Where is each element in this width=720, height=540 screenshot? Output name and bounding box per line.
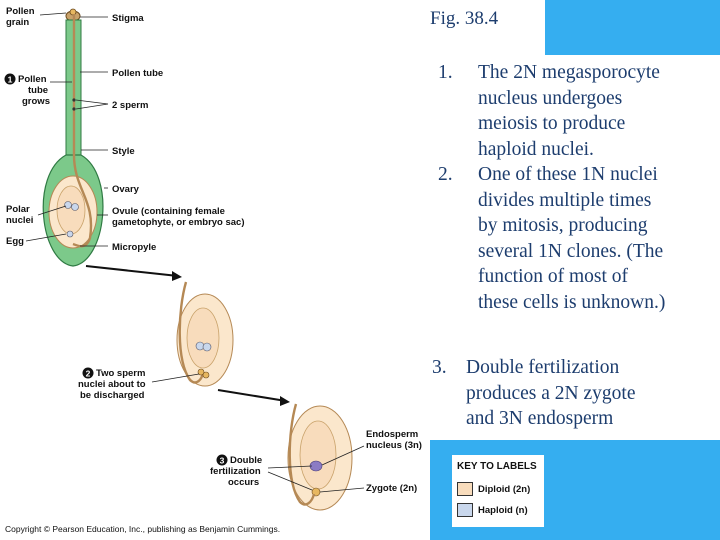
step-1-number: 1. — [438, 62, 453, 83]
label-egg: Egg — [6, 236, 24, 247]
leader-step-2 — [151, 373, 200, 383]
leader-zygote — [319, 487, 365, 493]
step-3-badge-number: 3 — [220, 456, 225, 466]
arrow-stage-1-to-2 — [85, 265, 179, 277]
accent-block-top — [545, 0, 720, 55]
label-polar-nuclei: Polar nuclei — [6, 204, 33, 226]
leader-step-3-b — [267, 471, 313, 491]
embryo-sac-shape — [56, 185, 86, 235]
step-1-text: The 2N megasporocyte nucleus undergoes m… — [478, 62, 660, 160]
polar-nucleus-2a — [195, 341, 205, 351]
leader-step-3-a — [267, 465, 313, 469]
key-diploid-label: Diploid (2n) — [478, 483, 531, 495]
label-endosperm-nucleus: Endosperm nucleus (3n) — [366, 429, 422, 451]
step-1: 1. The 2N megasporocyte nucleus undergoe… — [438, 60, 665, 162]
haploid-swatch — [457, 503, 473, 517]
label-ovule: Ovule (containing female gametophyte, or… — [112, 206, 245, 228]
ovule-stage-3 — [287, 403, 353, 511]
label-style: Style — [112, 146, 135, 157]
step-1-badge — [4, 73, 16, 85]
label-two-sperm: 2 sperm — [112, 100, 148, 111]
leader-endosperm — [321, 445, 365, 466]
pollen-tube-diagram: Pollen grain Stigma 1 Pollen tube grows … — [4, 6, 422, 511]
leader-lines-1 — [25, 12, 109, 247]
step-2: 2. One of these 1N nuclei divides multip… — [438, 162, 665, 315]
polar-nucleus-a — [64, 201, 72, 209]
label-pollen-grain: Pollen grain — [6, 6, 37, 28]
label-two-sperm-nuclei: Two sperm nuclei about to be discharged — [78, 368, 148, 401]
key-haploid-label: Haploid (n) — [478, 504, 528, 516]
sperm-2-b — [202, 371, 210, 379]
label-micropyle: Micropyle — [112, 242, 156, 253]
label-ovary: Ovary — [112, 184, 140, 195]
pollen-tube — [72, 14, 93, 248]
label-double-fertilization: Double fertilization occurs — [210, 455, 265, 488]
sperm-2-a — [197, 368, 205, 376]
step-3-number: 3. — [432, 357, 447, 378]
arrow-stage-2-to-3 — [217, 389, 287, 402]
step-2-number: 2. — [438, 164, 453, 185]
embryo-sac-3 — [299, 420, 337, 490]
sperm-b — [72, 107, 76, 111]
label-stigma: Stigma — [112, 13, 144, 24]
polar-nucleus-2b — [202, 342, 212, 352]
arrow-head-1 — [172, 271, 182, 281]
copyright-text: Copyright © Pearson Education, Inc., pub… — [5, 524, 281, 534]
embryo-sac-2 — [186, 307, 220, 369]
step-2-badge-number: 2 — [86, 369, 91, 379]
step-1-badge-number: 1 — [8, 75, 13, 85]
pistil-stage-1 — [42, 8, 104, 267]
step-3-badge — [216, 454, 228, 466]
step-2-badge — [82, 367, 94, 379]
step-3-text: Double fertilization produces a 2N zygot… — [466, 357, 636, 429]
step-list: 1. The 2N megasporocyte nucleus undergoe… — [438, 60, 665, 315]
sperm-a — [72, 98, 76, 102]
label-zygote: Zygote (2n) — [366, 483, 417, 494]
pollen-tube-2 — [178, 281, 205, 384]
figure-title: Fig. 38.4 — [430, 8, 499, 29]
label-pollen-tube: Pollen tube — [112, 68, 163, 79]
step-3: 3. Double fertilization produces a 2N zy… — [432, 355, 635, 432]
diploid-swatch — [457, 482, 473, 496]
key-diploid: Diploid (2n) — [457, 482, 530, 496]
step-2-text: One of these 1N nuclei divides multiple … — [478, 164, 666, 313]
ovule-stage-2 — [176, 281, 234, 387]
egg-cell — [66, 230, 74, 238]
pollen-tube-3 — [288, 403, 316, 506]
key-title: KEY TO LABELS — [457, 461, 537, 472]
polar-nucleus-b — [71, 203, 79, 211]
label-pollen-tube-grows: Pollen tube grows — [18, 74, 51, 107]
arrow-head-2 — [280, 396, 290, 406]
key-haploid: Haploid (n) — [457, 503, 528, 517]
